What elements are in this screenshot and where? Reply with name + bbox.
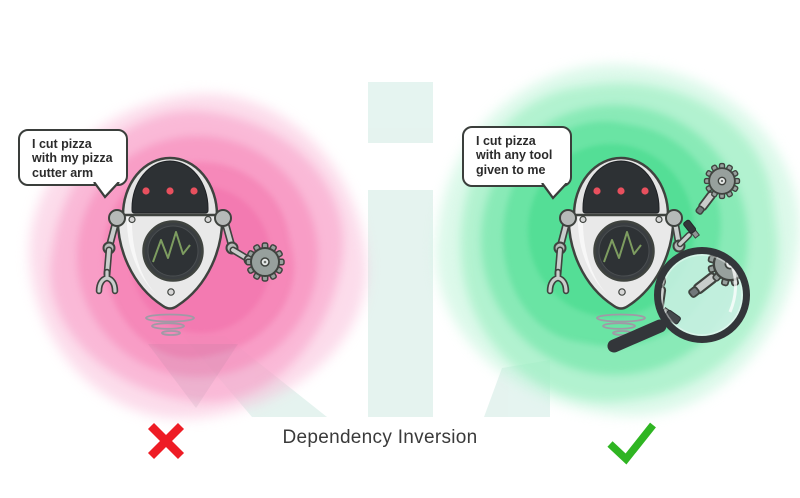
bubble-tail [93,182,120,199]
bubble-line: given to me [476,162,546,177]
bubble-line: with my pizza [32,151,113,166]
green-watercolor-blob [418,44,800,436]
x-icon [147,422,185,460]
bubble-line: cutter arm [32,165,94,180]
speech-bubble-right: I cut pizza with any tool given to me [462,126,572,200]
bubble-tail [541,183,568,200]
bubble-line: I cut pizza [32,137,92,151]
check-icon [607,422,656,465]
principle-caption: Dependency Inversion [282,427,478,448]
bubble-line: I cut pizza [476,134,536,148]
speech-bubble-left: I cut pizza with my pizza cutter arm [18,129,128,199]
bubble-line: with any tool [476,148,553,163]
